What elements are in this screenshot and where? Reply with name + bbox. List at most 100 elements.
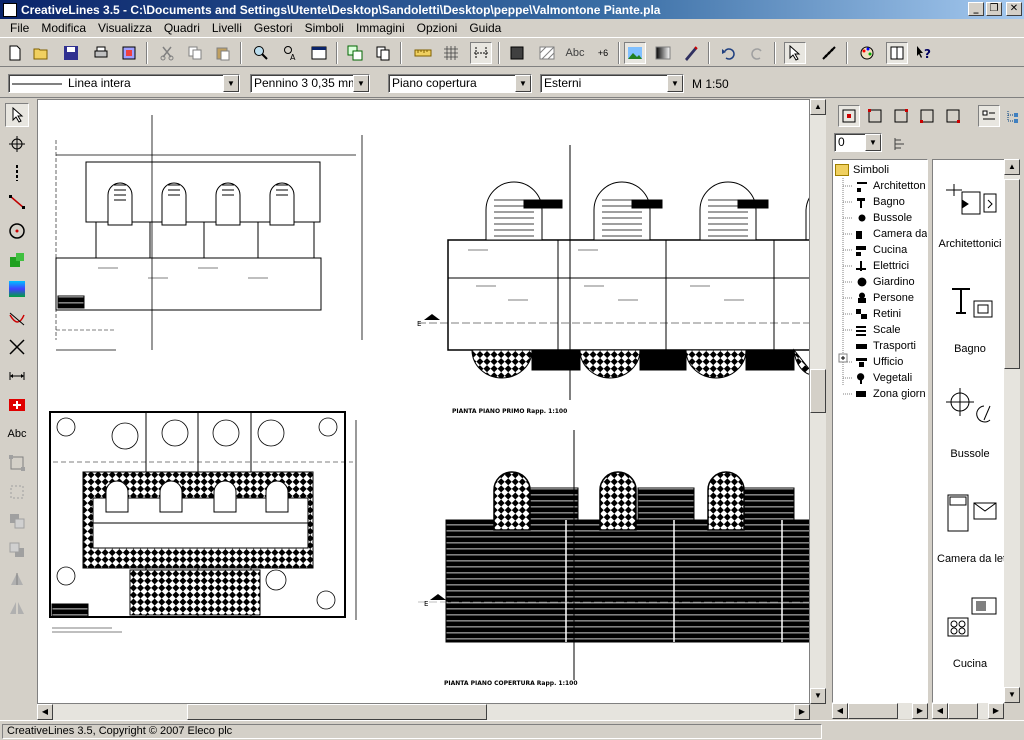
pencil-icon[interactable] [680,42,702,64]
rectangle-tool-icon[interactable] [5,248,29,272]
view-list-icon[interactable] [978,105,1000,127]
tree-item-cucina[interactable]: Cucina [855,242,907,258]
image-icon[interactable] [624,42,646,64]
chevron-down-icon[interactable]: ▼ [515,75,531,92]
group-tool-icon[interactable] [5,451,29,475]
scroll-down-icon[interactable]: ▼ [1004,687,1020,703]
close-button[interactable]: ✕ [1006,2,1022,16]
layers-icon[interactable] [372,42,394,64]
scroll-up-icon[interactable]: ▲ [1004,159,1020,175]
preview-cucina[interactable]: Cucina [937,584,1003,670]
dimension-icon[interactable]: +6 [597,48,609,58]
preview-bussole[interactable]: Bussole [937,374,1003,460]
tree-item-ufficio[interactable]: Ufficio [855,354,903,370]
chevron-down-icon[interactable]: ▼ [667,75,683,92]
ruler-icon[interactable] [412,42,434,64]
menu-quadri[interactable]: Quadri [163,21,200,35]
level-select[interactable]: 0 ▼ [834,133,882,152]
delete-tool-icon[interactable] [5,335,29,359]
vertical-line-tool-icon[interactable] [5,161,29,185]
maximize-button[interactable]: ❐ [986,2,1002,16]
bring-front-tool-icon[interactable] [5,509,29,533]
text-tool-icon[interactable]: Abc [565,47,585,59]
mirror-tool-icon[interactable] [5,596,29,620]
line-type-select[interactable]: Linea intera ▼ [8,74,240,93]
snap-icon[interactable] [470,42,492,64]
new-file-icon[interactable] [4,42,26,64]
grid-icon[interactable] [440,42,462,64]
scroll-right-icon[interactable]: ▶ [794,704,810,720]
cut-icon[interactable] [156,42,178,64]
layer-select[interactable]: Piano copertura ▼ [388,74,532,93]
align-icon[interactable] [888,133,910,155]
pointer-tool-icon[interactable] [5,103,29,127]
tree-item-architettonici[interactable]: Architetton [855,178,926,194]
tree-item-zona-giorno[interactable]: Zona giorn [855,386,926,402]
preview-hscroll-thumb[interactable] [948,703,978,719]
chevron-down-icon[interactable]: ▼ [353,75,369,92]
scroll-up-icon[interactable]: ▲ [810,99,826,115]
menu-simboli[interactable]: Simboli [304,21,344,35]
chevron-down-icon[interactable]: ▼ [865,134,881,151]
undo-icon[interactable] [718,42,740,64]
scroll-right-icon[interactable]: ▶ [988,703,1004,719]
scroll-down-icon[interactable]: ▼ [810,688,826,704]
arc-tool-icon[interactable] [5,306,29,330]
pen-select[interactable]: Pennino 3 0,35 mm ▼ [250,74,370,93]
tree-item-vegetali[interactable]: Vegetali [855,370,912,386]
snap-top-right-icon[interactable] [890,105,912,127]
menu-gestori[interactable]: Gestori [253,21,293,35]
preview-camera-da-letto[interactable]: Camera da letto [937,479,1015,565]
menu-file[interactable]: File [10,21,30,35]
group-select[interactable]: Esterni ▼ [540,74,684,93]
select-pointer-icon[interactable] [784,42,806,64]
scroll-left-icon[interactable]: ◀ [37,704,53,720]
copy-icon[interactable] [184,42,206,64]
library-icon[interactable] [886,42,908,64]
save-icon[interactable] [60,42,82,64]
scroll-right-icon[interactable]: ▶ [912,703,928,719]
view-tree-icon[interactable] [1002,105,1024,127]
gradient-fill-tool-icon[interactable] [5,277,29,301]
menu-modifica[interactable]: Modifica [41,21,87,35]
menu-visualizza[interactable]: Visualizza [98,21,152,35]
ungroup-tool-icon[interactable] [5,480,29,504]
minimize-button[interactable]: _ [968,2,984,16]
rotate-tool-icon[interactable] [5,567,29,591]
tree-item-bussole[interactable]: Bussole [855,210,912,226]
measure-icon[interactable] [818,42,840,64]
open-folder-icon[interactable] [30,42,52,64]
canvas-hscroll-thumb[interactable] [187,704,487,720]
line-tool-icon[interactable] [5,190,29,214]
zoom-icon[interactable] [250,42,272,64]
hatch-icon[interactable] [536,42,558,64]
scroll-left-icon[interactable]: ◀ [832,703,848,719]
tree-item-camera[interactable]: Camera da [855,226,927,242]
find-text-icon[interactable]: A [280,42,302,64]
canvas-horizontal-scrollbar[interactable]: ◀ ▶ [37,704,810,720]
snap-center-icon[interactable] [838,105,860,127]
snap-top-left-icon[interactable] [864,105,886,127]
preview-scrollbar[interactable]: ▲ ▼ [1004,159,1020,703]
redo-icon[interactable] [746,42,768,64]
tree-horizontal-scrollbar[interactable]: ◀ ▶ [832,703,928,719]
preview-bagno[interactable]: Bagno [937,269,1003,355]
tree-item-retini[interactable]: Retini [855,306,901,322]
menu-immagini[interactable]: Immagini [355,21,405,35]
menu-livelli[interactable]: Livelli [211,21,242,35]
menu-opzioni[interactable]: Opzioni [416,21,458,35]
view-window-icon[interactable] [308,42,330,64]
preview-scroll-thumb[interactable] [1004,179,1020,369]
paste-icon[interactable] [212,42,234,64]
tree-item-giardino[interactable]: Giardino [855,274,915,290]
crosshair-tool-icon[interactable] [5,132,29,156]
tree-item-bagno[interactable]: Bagno [855,194,905,210]
help-icon[interactable]: ? [914,42,936,64]
canvas-vertical-scrollbar[interactable]: ▲ ▼ [810,99,826,704]
canvas-vscroll-thumb[interactable] [810,369,826,413]
tree-item-trasporti[interactable]: Trasporti [855,338,916,354]
snap-bottom-right-icon[interactable] [942,105,964,127]
snap-bottom-left-icon[interactable] [916,105,938,127]
print-preview-icon[interactable] [118,42,140,64]
text-tool-side-icon[interactable]: Abc [7,428,27,440]
